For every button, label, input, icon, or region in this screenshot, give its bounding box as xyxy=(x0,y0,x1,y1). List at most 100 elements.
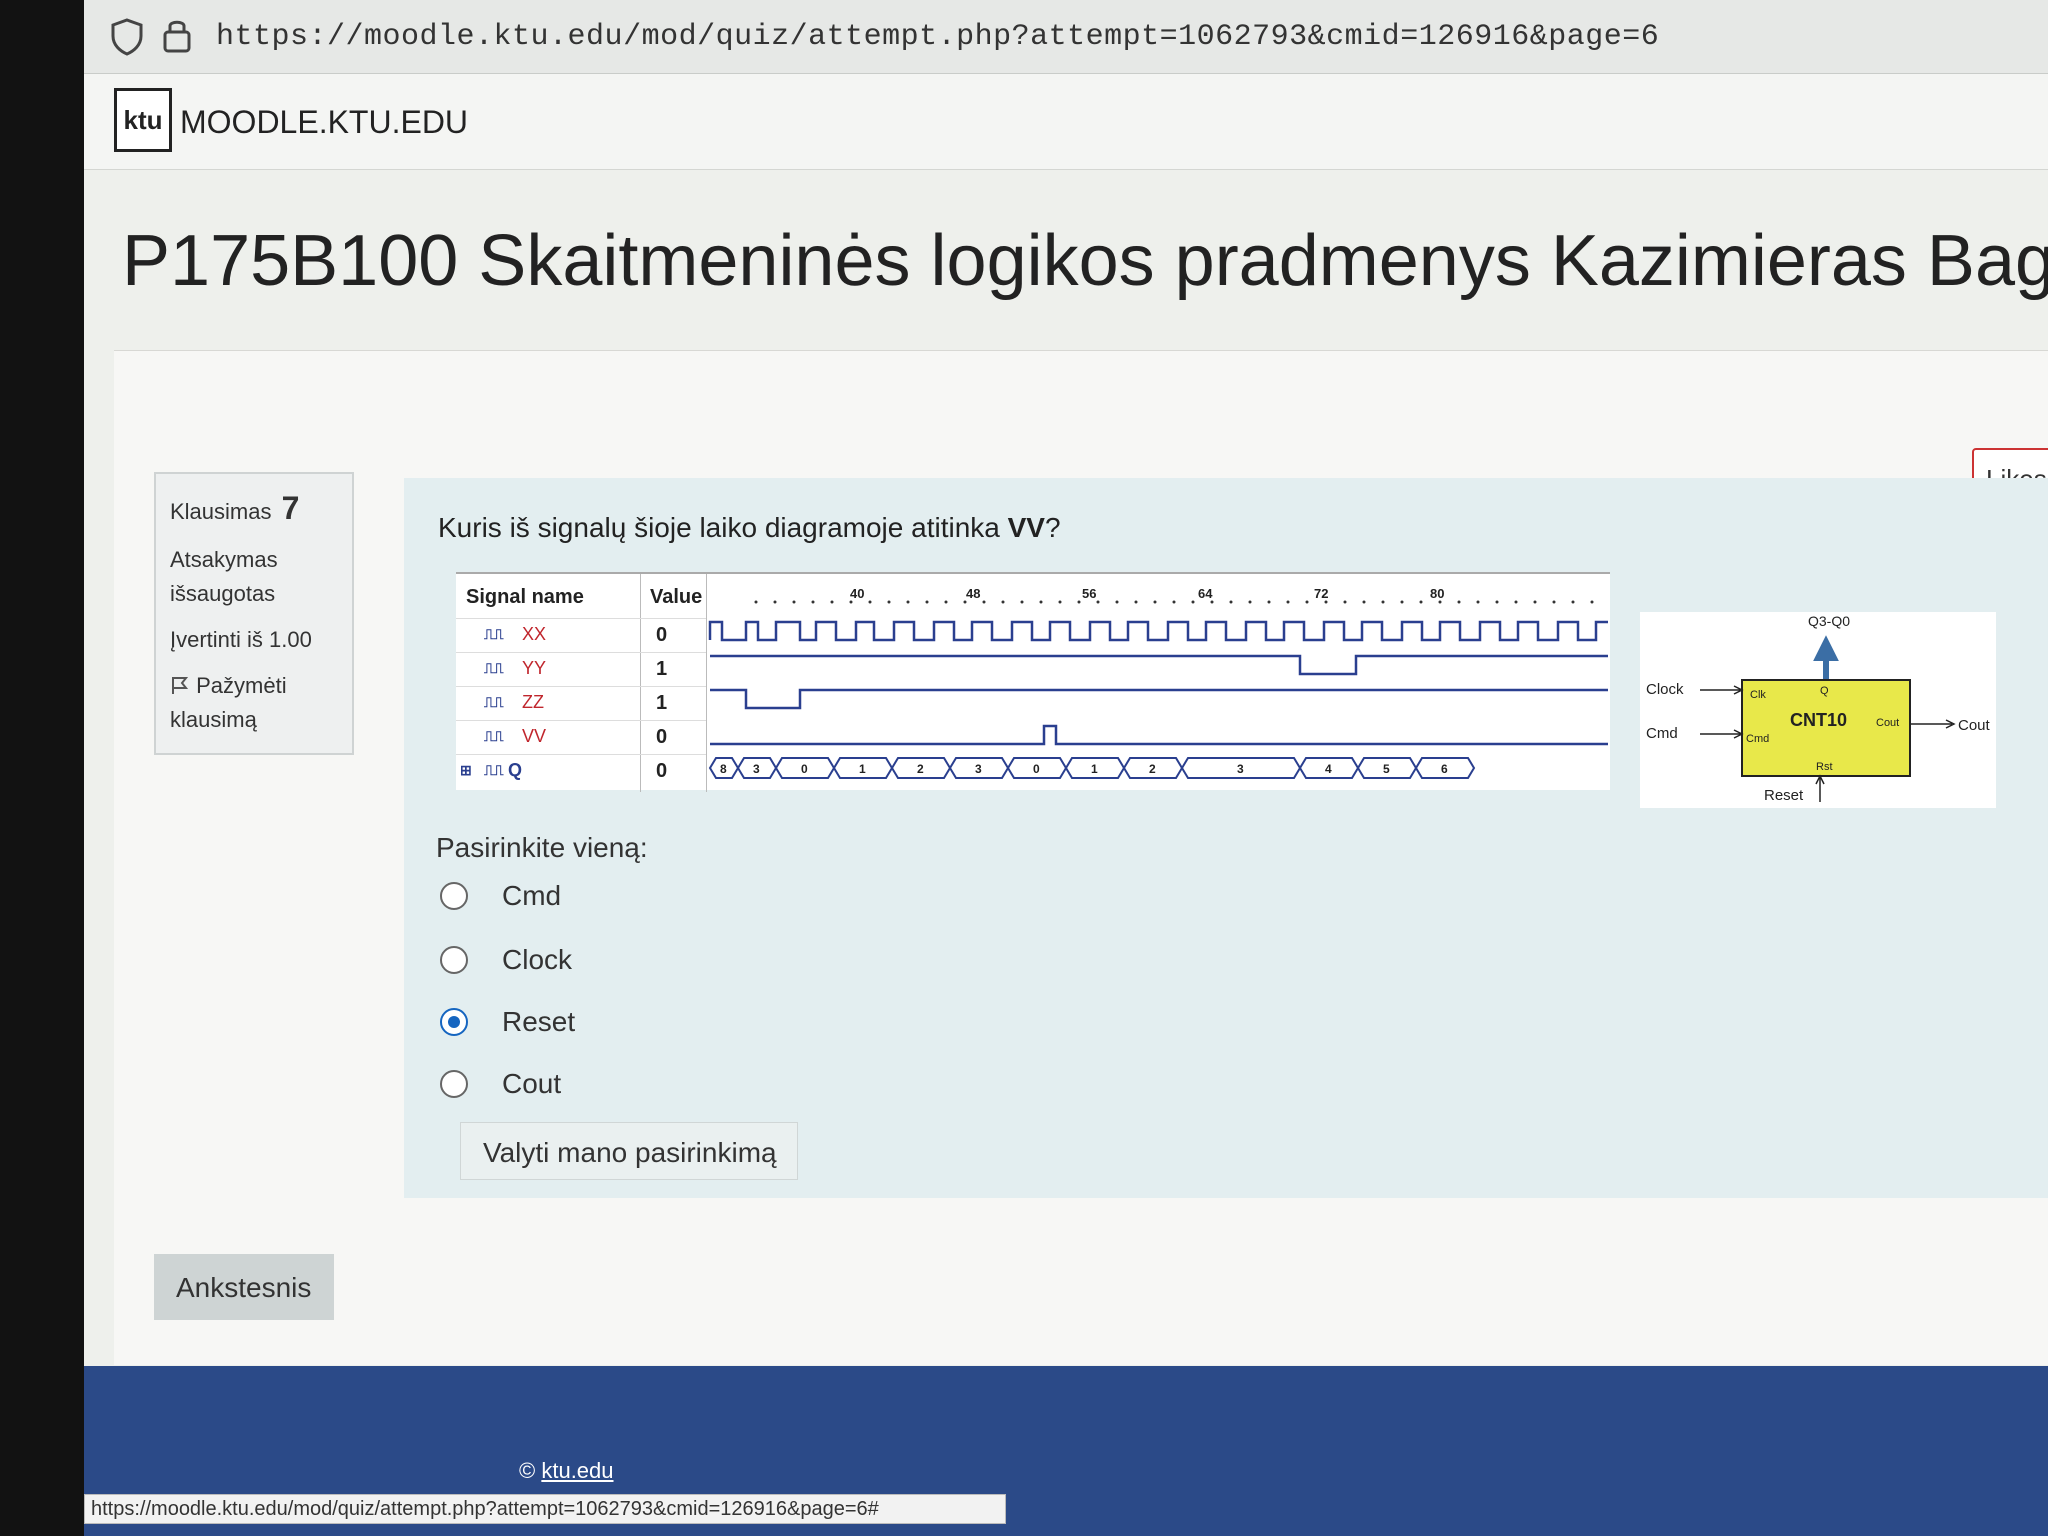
time-axis-dot xyxy=(1343,600,1347,604)
pin-clk: Clk xyxy=(1750,689,1766,701)
signal-value-xx: 0 xyxy=(656,624,668,646)
question-text-end: ? xyxy=(1044,512,1061,543)
time-axis-dot xyxy=(1229,600,1233,604)
copyright-link[interactable]: ktu.edu xyxy=(541,1458,614,1483)
answer-label[interactable]: Reset xyxy=(502,1006,576,1037)
bus-value-label: 8 xyxy=(720,762,727,776)
flag-question-link[interactable]: Pažymėti klausimą xyxy=(170,669,338,737)
question-text: Kuris iš signalų šioje laiko diagramoje … xyxy=(438,512,1061,544)
time-axis-dot xyxy=(1400,600,1404,604)
answer-label[interactable]: Clock xyxy=(502,944,573,975)
signal-value-vv: 0 xyxy=(656,726,668,748)
time-axis-dot xyxy=(868,600,872,604)
timing-diagram: Signal name Value ⎍⎍ XX 0 ⎍⎍ YY 1 ⎍⎍ ZZ … xyxy=(456,572,1610,792)
radio-button[interactable] xyxy=(440,882,468,910)
time-axis-dot xyxy=(925,600,929,604)
reset-arrow xyxy=(1815,774,1825,802)
column-divider xyxy=(640,574,641,792)
question-number: Klausimas 7 xyxy=(170,490,338,527)
signal-icon: ⎍⎍ xyxy=(484,694,504,710)
radio-button-checked[interactable] xyxy=(440,1008,468,1036)
time-axis-dot xyxy=(1096,600,1100,604)
time-axis-dot xyxy=(1495,600,1499,604)
time-axis-dot xyxy=(1153,600,1157,604)
header-value: Value xyxy=(650,586,703,608)
previous-page-button[interactable]: Ankstesnis xyxy=(154,1254,334,1320)
time-axis-dot xyxy=(982,600,986,604)
time-axis-dot xyxy=(1039,600,1043,604)
pin-q: Q xyxy=(1820,685,1829,697)
site-name[interactable]: MOODLE.KTU.EDU xyxy=(180,104,469,140)
output-bus-label: Q3-Q0 xyxy=(1808,613,1850,629)
time-axis-dot xyxy=(792,600,796,604)
time-axis-dot xyxy=(1210,600,1214,604)
time-tick-label: 72 xyxy=(1314,586,1328,601)
waveform-zz xyxy=(710,688,1608,710)
cout-arrow xyxy=(1910,719,1956,729)
signal-name-vv: VV xyxy=(522,726,547,746)
bus-segment xyxy=(1414,757,1476,779)
page-title: P175B100 Skaitmeninės logikos pradmenys … xyxy=(122,221,2048,301)
row-divider xyxy=(456,686,706,687)
pin-cmd: Cmd xyxy=(1746,733,1769,745)
time-axis-dot xyxy=(887,600,891,604)
radio-button[interactable] xyxy=(440,946,468,974)
answer-option-cmd[interactable]: Cmd xyxy=(440,876,561,916)
question-number-label: Klausimas xyxy=(170,499,272,524)
shield-icon[interactable] xyxy=(110,18,144,56)
time-axis-dot xyxy=(963,600,967,604)
time-axis-dot xyxy=(1571,600,1575,604)
flag-icon[interactable] xyxy=(170,675,190,695)
bus-value-label: 3 xyxy=(1237,762,1244,776)
counter-schematic: Q3-Q0 CNT10 Clk Q Cmd Cout Rst Clock Cmd… xyxy=(1646,613,1991,804)
time-axis-dot xyxy=(1533,600,1537,604)
bus-value-label: 0 xyxy=(801,762,808,776)
time-axis-dot xyxy=(1305,600,1309,604)
question-text-bold: VV xyxy=(1007,512,1045,543)
answer-option-clock[interactable]: Clock xyxy=(440,940,572,980)
url-text[interactable]: https://moodle.ktu.edu/mod/quiz/attempt.… xyxy=(216,20,1660,54)
up-arrow-icon xyxy=(1813,635,1839,680)
signal-icon: ⎍⎍ xyxy=(484,626,504,642)
answer-label[interactable]: Cout xyxy=(502,1068,562,1099)
time-axis-dot xyxy=(773,600,777,604)
header-signal-name: Signal name xyxy=(466,586,584,608)
time-axis-dot xyxy=(1514,600,1518,604)
clear-choice-button[interactable]: Valyti mano pasirinkimą xyxy=(460,1122,798,1180)
link-status-bar: https://moodle.ktu.edu/mod/quiz/attempt.… xyxy=(84,1494,1006,1524)
signal-value-zz: 1 xyxy=(656,692,668,714)
lock-icon[interactable] xyxy=(162,16,192,54)
time-tick-label: 48 xyxy=(966,586,980,601)
question-grade: Įvertinti iš 1.00 xyxy=(170,627,312,652)
expand-icon[interactable]: ⊞ xyxy=(460,762,472,778)
ktu-logo[interactable]: ktu xyxy=(114,88,172,152)
signal-value-q: 0 xyxy=(656,760,668,782)
answer-option-reset[interactable]: Reset xyxy=(440,1002,575,1042)
answer-label[interactable]: Cmd xyxy=(502,880,562,911)
time-axis-dot xyxy=(1001,600,1005,604)
time-axis-dot xyxy=(1286,600,1290,604)
waveform-yy xyxy=(710,654,1608,676)
address-bar[interactable]: https://moodle.ktu.edu/mod/quiz/attempt.… xyxy=(84,0,2048,74)
answer-prompt: Pasirinkite vieną: xyxy=(436,832,648,863)
time-axis-dot xyxy=(811,600,815,604)
flag-question-label[interactable]: Pažymėti klausimą xyxy=(170,673,287,732)
signal-name-q: Q xyxy=(508,760,523,780)
time-tick-label: 40 xyxy=(850,586,864,601)
input-clock-label: Clock xyxy=(1646,681,1684,698)
output-cout-label: Cout xyxy=(1958,717,1991,734)
cmd-arrow xyxy=(1700,729,1744,739)
time-axis-dot xyxy=(1552,600,1556,604)
question-number-value: 7 xyxy=(281,490,300,526)
counter-body xyxy=(1741,679,1911,777)
radio-button[interactable] xyxy=(440,1070,468,1098)
time-axis-dot xyxy=(830,600,834,604)
copyright-symbol: © xyxy=(519,1458,536,1483)
signal-value-yy: 1 xyxy=(656,658,668,680)
bus-value-label: 2 xyxy=(1149,762,1156,776)
answer-option-cout[interactable]: Cout xyxy=(440,1064,561,1104)
time-axis-dot xyxy=(906,600,910,604)
